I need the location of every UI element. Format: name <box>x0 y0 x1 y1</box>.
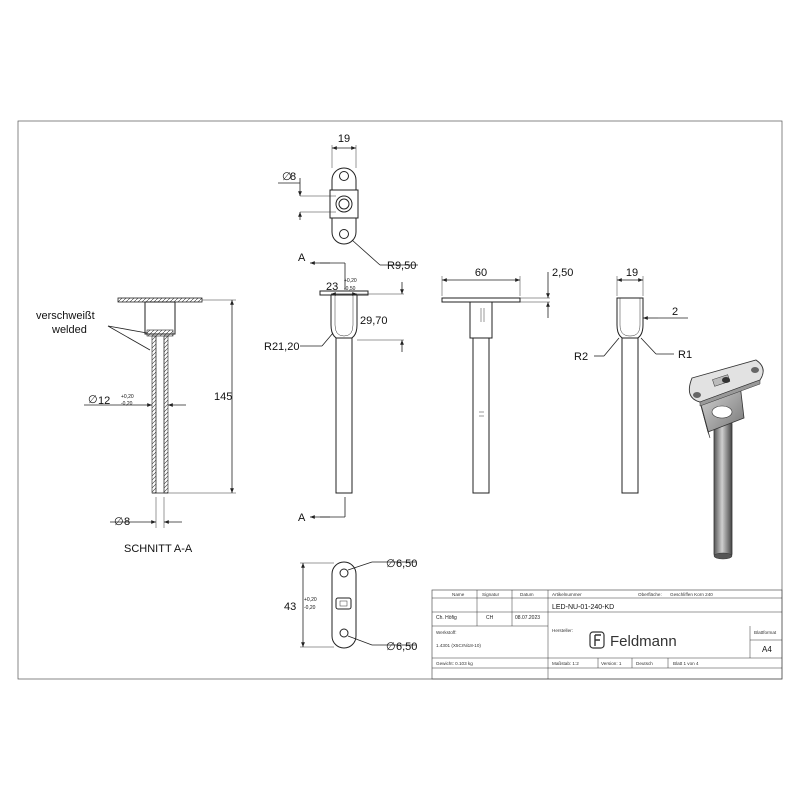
dim-section-length: 145 <box>214 391 232 403</box>
tb-hdr-date: Datum <box>520 592 534 597</box>
dim-top-width: 19 <box>338 133 350 145</box>
bottom-view: 43 +0,20 -0,20 ∅ 6,50 ∅ 6,50 <box>284 558 417 653</box>
dim-side-thickness: 2,50 <box>552 267 573 279</box>
tb-signature: CH <box>486 615 494 621</box>
dim-right-wall: 2 <box>672 306 678 318</box>
section-title: SCHNITT A-A <box>124 543 193 555</box>
dim-side-width: 60 <box>475 267 487 279</box>
top-view: 19 ∅ 8 R9,50 <box>278 133 418 272</box>
tb-version: Version: 1 <box>601 661 622 666</box>
tb-hdr-signature: Signatur <box>482 592 500 597</box>
front-view: A A 23 +0,20 -0,50 29,70 R21,20 <box>264 252 404 524</box>
tb-material-value: 1.4301 (X5CrNi18-10) <box>436 643 481 648</box>
tb-format-label: Blattformat <box>754 630 777 635</box>
title-block: Name Signatur Datum Artikelnummer Oberfl… <box>431 589 783 680</box>
dim-diam-symbol: ∅ <box>282 171 292 183</box>
tb-article-number: LED-NU-01-240-KD <box>552 604 614 611</box>
tb-format-value: A4 <box>762 645 772 654</box>
tb-language: Deutsch <box>636 661 653 666</box>
tb-surface-value: Geschliffen Korn 240 <box>670 592 713 597</box>
tb-scale: Maßstab: 1:2 <box>552 661 579 666</box>
tb-maker-label: Hersteller: <box>552 628 573 633</box>
dim-section-tol-minus: -0,20 <box>121 401 133 407</box>
tb-hdr-surface: Oberfläche: <box>638 592 662 597</box>
tb-date: 08.07.2023 <box>515 615 540 621</box>
dim-section-inner-diam-symbol: ∅ <box>114 516 124 528</box>
dim-section-inner-diam: 8 <box>124 516 130 528</box>
dim-section-diam-symbol: ∅ <box>88 394 98 406</box>
dim-section-tube-diam: 12 <box>98 395 110 407</box>
dim-right-r1: R1 <box>678 349 692 361</box>
dim-front-radius: R21,20 <box>264 341 299 353</box>
dim-bottom-length: 43 <box>284 601 296 613</box>
dim-right-width: 19 <box>626 267 638 279</box>
weld-label-de: verschweißt <box>36 310 95 322</box>
dim-front-height: 29,70 <box>360 315 388 327</box>
dim-bottom-tol-minus: -0,20 <box>304 605 316 611</box>
tb-hdr-name: Name <box>452 592 465 597</box>
section-arrow-top: A <box>298 252 306 264</box>
dim-bottom-hole-bottom: 6,50 <box>396 641 417 653</box>
section-arrow-bottom: A <box>298 512 306 524</box>
section-view: verschweißt welded 145 ∅ 12 +0,20 -0,20 … <box>36 297 236 555</box>
feldmann-logo: Feldmann <box>589 631 677 650</box>
tb-hdr-article: Artikelnummer <box>552 592 582 597</box>
right-view: 19 2 R2 R1 <box>574 267 692 494</box>
dim-bottom-tol-plus: +0,20 <box>304 597 317 603</box>
dim-bottom-hole-top-symbol: ∅ <box>386 558 396 570</box>
dim-front-width: 23 <box>326 281 338 293</box>
tb-weight: Gewicht: 0.103 kg <box>436 661 473 666</box>
tb-sheet: Blatt 1 von 4 <box>673 661 699 666</box>
weld-label-en: welded <box>51 324 87 336</box>
dim-section-tol-plus: +0,20 <box>121 394 134 400</box>
brand-name: Feldmann <box>610 633 677 650</box>
dim-top-hole: 8 <box>290 171 296 183</box>
dim-right-r2: R2 <box>574 351 588 363</box>
dim-front-tol-minus: -0,50 <box>344 286 356 292</box>
isometric-view <box>688 359 764 560</box>
sheet-frame <box>17 120 783 680</box>
side-view: 60 2,50 <box>441 267 573 494</box>
dim-front-tol-plus: +0,20 <box>344 278 357 284</box>
dim-bottom-hole-top: 6,50 <box>396 558 417 570</box>
tb-checker: Ch. Höfig <box>436 615 457 621</box>
dim-top-radius: R9,50 <box>387 260 416 272</box>
dim-bottom-hole-bottom-symbol: ∅ <box>386 641 396 653</box>
tb-material-label: Werkstoff: <box>436 630 457 635</box>
